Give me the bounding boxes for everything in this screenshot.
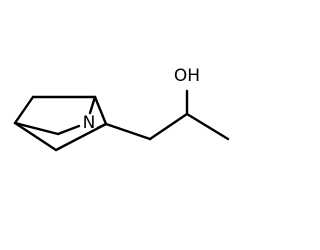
bond-bridgehead-top-to-nitrogen	[88, 95, 97, 115]
bond-bridgehead-left-to-c-mid	[13, 121, 60, 136]
structural-formula: N OH	[13, 66, 230, 152]
bond-c-top-left-to-bridgehead-left	[13, 95, 35, 125]
bond-bridgehead-top-to-c-front	[93, 95, 108, 126]
nitrogen-atom-label: N	[83, 113, 96, 133]
bond-ch2-to-choh	[148, 112, 189, 141]
hydroxyl-atom-label: OH	[174, 66, 200, 86]
bond-bridgehead-left-to-c-bottom	[13, 121, 58, 152]
bond-nitrogen-to-c-front	[96, 122, 108, 130]
bond-choh-to-methyl	[185, 112, 230, 141]
bond-c-mid-to-nitrogen	[56, 124, 81, 136]
bond-c-front-to-ch2	[104, 122, 152, 141]
